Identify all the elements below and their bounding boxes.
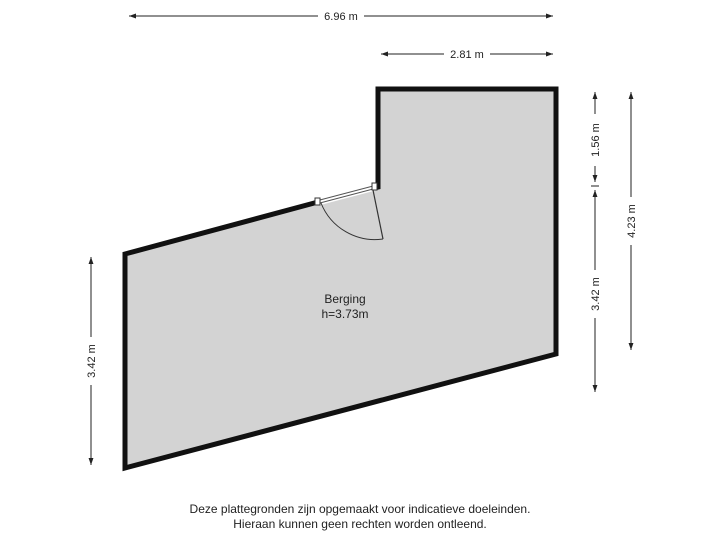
room-name: Berging [324, 292, 365, 306]
disclaimer-line-2: Hieraan kunnen geen rechten worden ontle… [233, 517, 487, 531]
dimension-label: 3.42 m [590, 277, 602, 311]
dimension-total-width: 6.96 m [129, 11, 553, 23]
room-height: h=3.73m [321, 307, 368, 321]
room-floor [122, 86, 559, 472]
dimension-label: 2.81 m [450, 49, 484, 61]
door [314, 182, 384, 241]
disclaimer: Deze plattegronden zijn opgemaakt voor i… [0, 502, 720, 532]
dimension-right-lower: 3.42 m [590, 190, 602, 392]
dimension-label: 6.96 m [324, 11, 358, 23]
dimension-right-total: 4.23 m [626, 92, 638, 350]
door-swing-arc [320, 202, 384, 241]
dimension-left-height: 3.42 m [86, 257, 98, 465]
dimension-label: 1.56 m [590, 123, 602, 157]
disclaimer-line-1: Deze plattegronden zijn opgemaakt voor i… [189, 502, 531, 516]
dimension-label: 4.23 m [626, 204, 638, 238]
dimension-label: 3.42 m [86, 344, 98, 378]
door-leaf [372, 189, 384, 240]
dimension-top-width: 2.81 m [381, 49, 553, 61]
dimension-right-upper: 1.56 m [590, 92, 602, 187]
